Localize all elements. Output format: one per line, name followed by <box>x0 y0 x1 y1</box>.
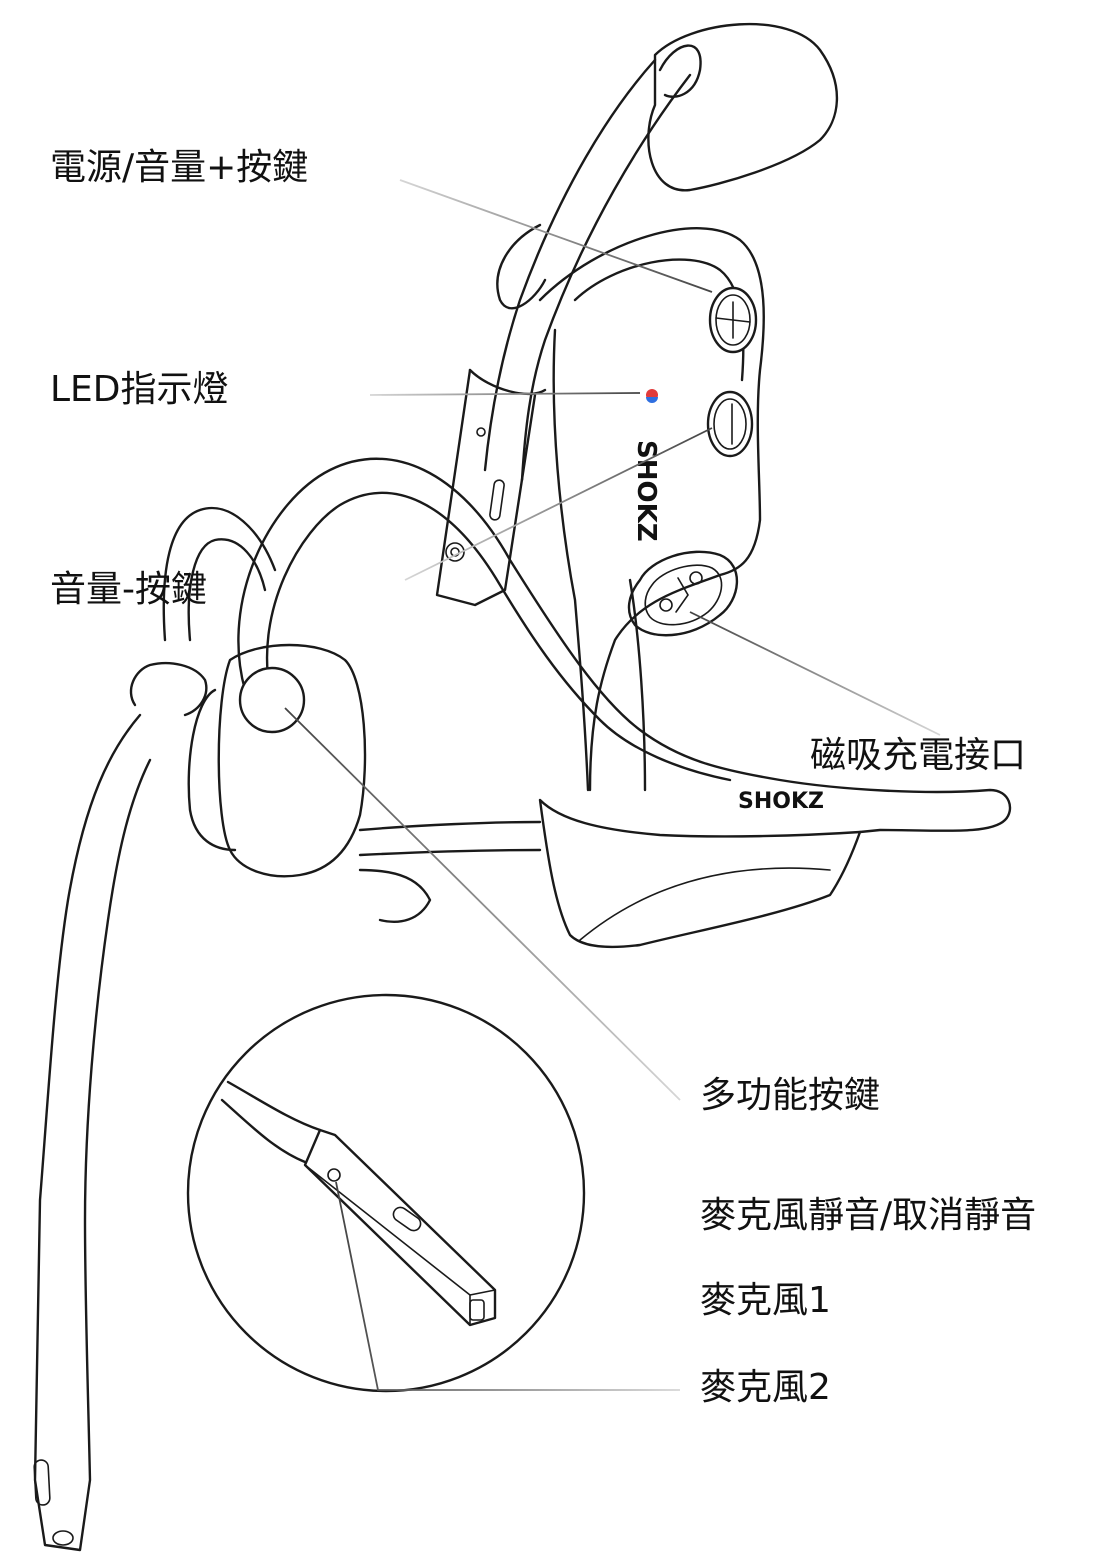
label-multifunction: 多功能按鍵 <box>700 1075 881 1116</box>
minus-button-icon <box>706 390 754 458</box>
mic1-port-detail <box>469 1299 485 1321</box>
top-headset-view: SHOKZ <box>435 22 839 792</box>
band-back <box>483 58 657 472</box>
upper-hook <box>647 22 839 192</box>
label-volume-down: 音量-按鍵 <box>50 569 207 610</box>
zoom-circle <box>186 993 586 1393</box>
charging-port-icon <box>627 550 739 637</box>
body-pod <box>538 227 765 792</box>
zoom-detail <box>186 993 586 1393</box>
led-indicator-icon <box>646 389 658 403</box>
label-magnetic-charging: 磁吸充電接口 <box>810 735 1027 776</box>
label-mic2: 麥克風2 <box>700 1367 831 1408</box>
mute-button-detail <box>392 1206 422 1232</box>
plus-button-icon <box>708 286 758 354</box>
label-mic1: 麥克風1 <box>700 1280 831 1321</box>
body-pod-bottom <box>538 798 862 949</box>
label-mic-mute: 麥克風靜音/取消靜音 <box>700 1195 1037 1236</box>
neckband <box>237 457 1012 834</box>
label-power-volume-up: 電源/音量+按鍵 <box>50 147 309 188</box>
leader-lines <box>284 179 941 1391</box>
label-led-indicator: LED指示燈 <box>50 369 229 410</box>
brand-logo-horizontal: SHOKZ <box>738 789 824 814</box>
multifunction-button <box>238 666 306 734</box>
ear-pod <box>217 643 367 878</box>
bottom-headset-view: SHOKZ <box>33 457 1012 1552</box>
mic2-hole <box>327 1168 341 1182</box>
brand-logo-vertical: SHOKZ <box>631 440 661 542</box>
microphone-boom-bottom <box>33 713 152 1552</box>
